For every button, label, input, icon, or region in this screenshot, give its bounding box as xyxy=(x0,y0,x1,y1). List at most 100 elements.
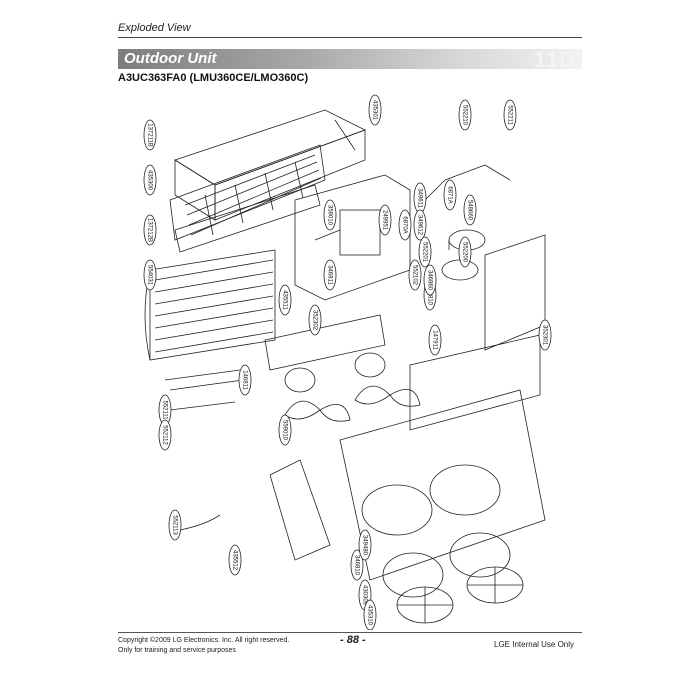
callout-bubble xyxy=(278,414,292,446)
part-number-label: 435512 xyxy=(231,550,237,571)
part-callout: 137212B xyxy=(143,214,157,246)
part-number-label: 147911 xyxy=(431,330,437,350)
part-number-label: 359010 xyxy=(326,205,332,226)
part-callout: 552200 xyxy=(458,236,472,268)
side-panel-part xyxy=(174,184,321,253)
part-callout: 552112 xyxy=(158,419,172,451)
part-number-label: 346860 xyxy=(426,270,432,291)
part-callout: 147911 xyxy=(428,324,442,356)
part-number-label: 349611 xyxy=(416,188,422,208)
part-callout: 146811 xyxy=(238,364,252,396)
part-number-label: 552211 xyxy=(506,105,512,125)
part-number-label: 146811 xyxy=(241,370,247,390)
part-number-label: 552113 xyxy=(171,515,177,535)
page-title: Outdoor Unit xyxy=(124,50,217,67)
callout-bubble xyxy=(378,204,392,236)
part-number-label: 349612 xyxy=(416,215,422,236)
part-number-label: 249951 xyxy=(381,210,387,231)
bottom-rule xyxy=(118,632,582,633)
side-frame-part xyxy=(484,234,546,351)
callout-bubble xyxy=(143,259,157,291)
callout-bubble xyxy=(143,214,157,246)
part-callout: 137211B xyxy=(143,119,157,151)
part-callout: 552201 xyxy=(418,236,432,268)
fan-motor-parts xyxy=(284,352,386,393)
part-number-label: 352302 xyxy=(311,310,317,331)
base-bracket-part xyxy=(264,314,386,371)
usage-note: Only for training and service purposes xyxy=(118,647,236,654)
part-number-label: 346811 xyxy=(326,265,332,285)
callout-bubble xyxy=(228,544,242,576)
callout-bubble xyxy=(350,549,364,581)
part-callout: 346811 xyxy=(323,259,337,291)
part-callout: 346810 xyxy=(350,549,364,581)
part-number-label: 552210 xyxy=(461,105,467,126)
callout-bubble xyxy=(408,259,422,291)
callout-bubble xyxy=(278,284,292,316)
exploded-view-diagram: 435301137211B435300137212B55403155211155… xyxy=(143,94,552,630)
callout-bubble xyxy=(503,99,517,131)
callout-bubble xyxy=(238,364,252,396)
part-number-label: 435300 xyxy=(146,170,152,191)
callout-bubble xyxy=(458,236,472,268)
orifice-ring-parts xyxy=(382,532,511,598)
side-door-part xyxy=(269,459,331,561)
callout-bubble xyxy=(168,509,182,541)
page-number: - 88 - xyxy=(340,634,366,646)
diagram-drawing xyxy=(144,109,546,624)
callout-bubble xyxy=(443,179,457,211)
condenser-coil-part xyxy=(144,249,276,361)
part-number-label: 349480 xyxy=(361,535,367,556)
callout-bubble xyxy=(428,324,442,356)
part-callout: 435300 xyxy=(143,164,157,196)
top-cover-part xyxy=(174,109,367,221)
copyright-line: Copyright ©2009 LG Electronics. Inc. All… xyxy=(118,637,290,644)
callout-bubble xyxy=(158,419,172,451)
part-callout: 552113 xyxy=(168,509,182,541)
part-number-label: 552112 xyxy=(161,425,167,445)
part-callout: 6871A xyxy=(443,179,457,211)
part-number-label: 552201 xyxy=(421,242,427,263)
part-number-label: 554031 xyxy=(146,265,152,286)
part-callout: 349611 xyxy=(413,182,427,214)
callout-bubble xyxy=(423,264,437,296)
part-number-label: 435511 xyxy=(281,290,287,310)
part-callout: 346860 xyxy=(423,264,437,296)
callout-bubble xyxy=(398,209,412,241)
part-number-label: 435310 xyxy=(366,605,372,626)
part-callout: 552102 xyxy=(408,259,422,291)
callout-bubble xyxy=(308,304,322,336)
part-callout: 349612 xyxy=(413,209,427,241)
part-callout: 548660 xyxy=(463,194,477,226)
part-callout: 349480 xyxy=(358,529,372,561)
top-rule xyxy=(118,37,582,38)
section-label: Exploded View xyxy=(118,22,191,34)
piping-parts xyxy=(164,369,244,531)
callout-bubble xyxy=(368,94,382,126)
part-callout: 249951 xyxy=(378,204,392,236)
model-number: A3UC363FA0 (LMU360CE/LMO360C) xyxy=(118,72,309,84)
part-callout: 559010 xyxy=(278,414,292,446)
copyright-block: Copyright ©2009 LG Electronics. Inc. All… xyxy=(118,636,289,656)
callout-bubble xyxy=(463,194,477,226)
callout-bubble xyxy=(143,119,157,151)
front-panel-part xyxy=(339,389,546,581)
part-number-label: 430309 xyxy=(361,585,367,606)
callout-bubble xyxy=(323,199,337,231)
callout-bubble xyxy=(143,164,157,196)
callout-bubble xyxy=(418,236,432,268)
part-number-label: 137212B xyxy=(146,218,152,242)
part-number-label: 435301 xyxy=(371,100,377,121)
part-number-label: 352301 xyxy=(541,325,547,346)
part-callout: 359010 xyxy=(323,199,337,231)
part-number-label: 137211B xyxy=(146,123,152,147)
callout-bubble xyxy=(538,319,552,351)
part-callout: 435511 xyxy=(278,284,292,316)
part-callout: 552211 xyxy=(503,99,517,131)
part-callout: 352301 xyxy=(538,319,552,351)
part-callout: 352302 xyxy=(308,304,322,336)
part-number-label: 559010 xyxy=(281,420,287,441)
part-number-label: 552200 xyxy=(461,242,467,263)
control-box-part xyxy=(294,174,411,301)
title-bar: Outdoor Unit 11D xyxy=(118,47,582,72)
